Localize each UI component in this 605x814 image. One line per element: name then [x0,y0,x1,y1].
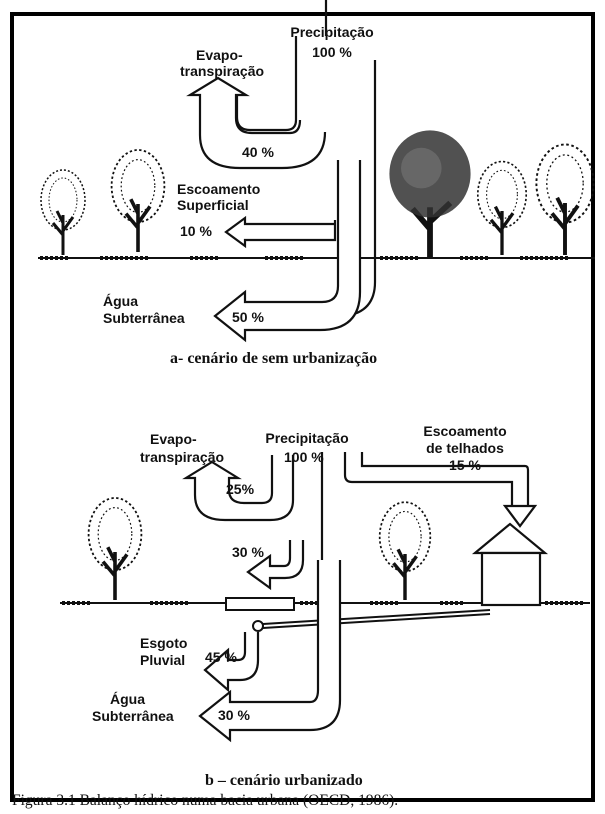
groundwater-label-b-line1: Água [110,691,145,707]
precipitation-value-b: 100 % [284,449,324,465]
precipitation-value-a: 100 % [312,44,352,60]
scenario-a-title: a- cenário de sem urbanização [170,350,378,367]
groundwater-value-b: 30 % [218,707,250,723]
precipitation-label-b: Precipitação [265,430,349,446]
evapotranspiration-label-b-line1: Evapo- [150,431,197,447]
figure-caption: Figura 3.1 Balanço hídrico numa bacia ur… [12,792,399,809]
surface-runoff-value-a: 10 % [180,223,212,239]
groundwater-label-b-line2: Subterrânea [92,708,174,724]
groundwater-label-a-line1: Água [103,293,138,309]
roof-runoff-label-line1: Escoamento [423,423,507,439]
scenario-a-trees [39,130,596,258]
groundwater-label-a-line2: Subterrânea [103,310,185,326]
groundwater-value-a: 50 % [232,309,264,325]
surface-runoff-label-a-line2: Superficial [177,197,249,213]
roof-runoff-label-line2: de telhados [426,440,504,456]
surface-runoff-label-a-line1: Escoamento [177,181,261,197]
evapotranspiration-value-b: 25% [226,481,255,497]
flow-arrows-a [186,76,362,343]
storm-sewer-value: 45 % [205,649,237,665]
storm-sewer-label-line2: Pluvial [140,652,186,668]
storm-drain-icon [225,597,491,632]
precipitation-label-a: Precipitação [290,24,374,40]
evapotranspiration-label-b-line2: transpiração [140,449,225,465]
scenario-b-title: b – cenário urbanizado [205,772,363,789]
inflow-value-b: 30 % [232,544,264,560]
evapotranspiration-label-a-line2: transpiração [180,63,265,79]
flow-arrows-b [182,455,538,743]
evapotranspiration-value-a: 40 % [242,144,274,160]
storm-sewer-label-line1: Esgoto [140,635,188,651]
roof-runoff-value: 15 % [449,457,481,473]
evapotranspiration-label-a-line1: Evapo- [196,47,243,63]
house-icon [471,522,549,607]
large-tree-icon [389,130,471,258]
